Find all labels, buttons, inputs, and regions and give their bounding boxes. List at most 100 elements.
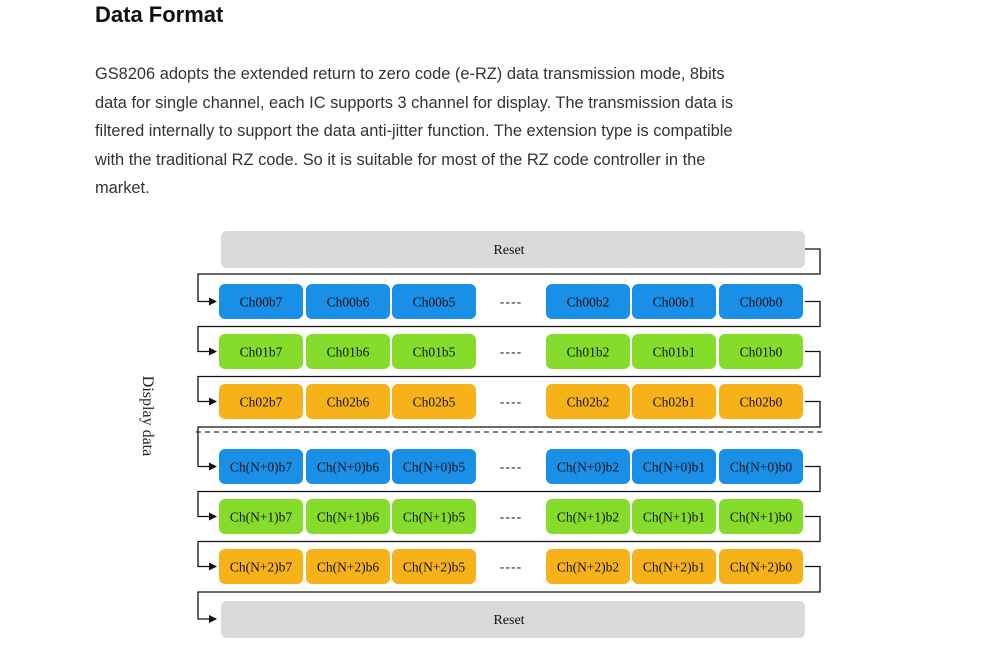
bit-cell-label: Ch(N+1)b1 [643,510,705,525]
description-paragraph: GS8206 adopts the extended return to zer… [95,60,855,203]
bit-cell-label: Ch01b6 [327,345,370,360]
bit-cell-label: Ch02b1 [653,395,696,410]
bit-cell-label: Ch01b5 [413,345,456,360]
bit-cell [546,449,630,484]
paragraph-line: filtered internally to support the data … [95,122,733,141]
bit-cell-label: Ch(N+0)b1 [643,460,705,475]
bit-cell [306,384,390,419]
bit-cell [632,334,716,369]
bit-cell-label: Ch01b7 [240,345,283,360]
flow-connector-arrow [197,350,821,406]
bit-cell [719,549,803,584]
bit-cell [392,384,476,419]
bit-cell-label: Ch(N+1)b7 [230,510,293,525]
bit-cell [219,449,303,484]
bit-cell-label: Ch(N+0)b6 [317,460,380,475]
reset-label-top: Reset [493,243,524,258]
flow-connector-arrow [197,300,821,356]
bit-cell [219,334,303,369]
ellipsis-dashes: ---- [500,559,523,575]
bit-cell-label: Ch02b2 [567,395,610,410]
flow-connector-arrow [197,248,821,306]
bit-cell-label: Ch(N+2)b6 [317,560,380,575]
bit-cell-label: Ch(N+0)b7 [230,460,293,475]
bit-cell-label: Ch(N+0)b2 [557,460,619,475]
ellipsis-dashes: ---- [500,509,523,525]
bit-cell-label: Ch00b5 [413,295,456,310]
bit-cell-label: Ch(N+2)b1 [643,560,705,575]
bit-cell-label: Ch(N+2)b7 [230,560,293,575]
bit-cell [719,449,803,484]
bit-cell-label: Ch(N+1)b5 [403,510,466,525]
flow-connector-arrow [197,565,821,623]
bit-cell-label: Ch00b1 [653,295,696,310]
bit-cell [546,334,630,369]
bit-cell [546,384,630,419]
bit-cell [632,284,716,319]
bit-cell [306,499,390,534]
bit-cell [306,284,390,319]
bit-cell-label: Ch(N+2)b2 [557,560,619,575]
bit-cell [306,449,390,484]
display-data-label: Display data [139,376,156,456]
bit-cell [219,284,303,319]
bit-cell-label: Ch(N+0)b5 [403,460,466,475]
bit-cell-label: Ch(N+1)b0 [730,510,793,525]
bit-cell [392,449,476,484]
bit-cell [392,499,476,534]
bit-cell [219,499,303,534]
ellipsis-dashes: ---- [500,394,523,410]
ellipsis-dashes: ---- [500,294,523,310]
bit-cell-label: Ch(N+1)b2 [557,510,619,525]
paragraph-line: GS8206 adopts the extended return to zer… [95,65,725,83]
bit-cell [632,384,716,419]
bit-cell-label: Ch02b6 [327,395,370,410]
reset-block-top [221,231,805,268]
ellipsis-dashes: ---- [500,459,523,475]
bit-cell-label: Ch00b7 [240,295,283,310]
bit-cell-label: Ch(N+1)b6 [317,510,380,525]
bit-cell-label: Ch02b5 [413,395,456,410]
bit-cell-label: Ch(N+0)b0 [730,460,793,475]
paragraph-line: market. [95,179,150,198]
flow-connector-arrow [197,515,821,571]
bit-cell [546,284,630,319]
bit-cell [719,499,803,534]
reset-label-bottom: Reset [493,613,524,628]
bit-cell [392,284,476,319]
bit-cell [546,549,630,584]
bit-cell [219,549,303,584]
bit-cell [632,549,716,584]
connector-lines [197,248,821,623]
bit-cell [392,549,476,584]
bit-cell [306,549,390,584]
data-row: Ch(N+0)b7 Ch(N+0)b6 Ch(N+0)b5 Ch(N+0)b2 Ch(N… [219,449,803,484]
bit-cell-label: Ch01b0 [740,345,783,360]
bit-cell [719,284,803,319]
reset-block-bottom [221,601,805,638]
bit-cell-label: Ch01b2 [567,345,610,360]
data-row: Ch01b7 Ch01b6 Ch01b5 Ch01b2 Ch01b1 Ch01b0 ---- [219,334,803,369]
bit-cell [306,334,390,369]
bit-cell [219,384,303,419]
bit-cell [632,449,716,484]
paragraph-line: data for single channel, each IC support… [95,93,734,112]
bit-cell [719,384,803,419]
bit-cell [546,499,630,534]
bit-cell [719,334,803,369]
ellipsis-dashes: ---- [500,344,523,360]
flow-connector-arrow [197,465,821,521]
bit-cell [392,334,476,369]
data-row: Ch(N+1)b7 Ch(N+1)b6 Ch(N+1)b5 Ch(N+1)b2 Ch(N… [219,499,803,534]
section-heading: Data Format [95,2,224,27]
bit-cell-label: Ch00b0 [740,295,783,310]
bit-cell [632,499,716,534]
bit-cell-label: Ch01b1 [653,345,696,360]
paragraph-line: with the traditional RZ code. So it is s… [95,150,706,169]
